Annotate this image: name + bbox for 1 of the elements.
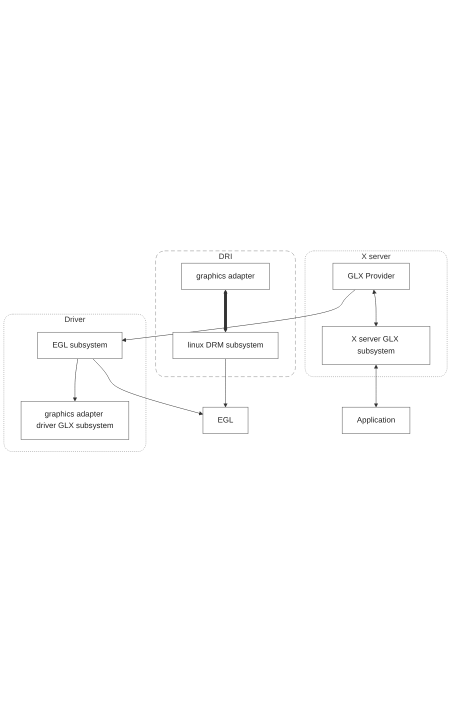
- arrow: [223, 290, 228, 333]
